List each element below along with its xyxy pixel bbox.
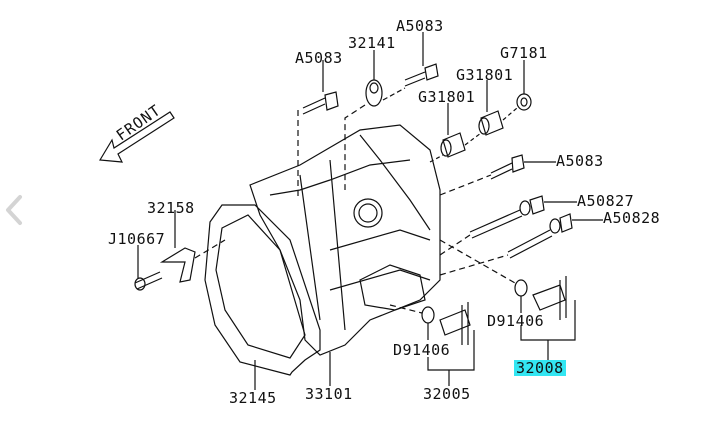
part-label-33101[interactable]: 33101: [305, 385, 353, 403]
part-label-32008-highlighted[interactable]: 32008: [514, 359, 566, 377]
part-label-j10667[interactable]: J10667: [108, 230, 166, 248]
part-label-g31801[interactable]: G31801: [418, 88, 476, 106]
part-label-a50828[interactable]: A50828: [603, 209, 661, 227]
front-arrow-icon: [98, 111, 175, 163]
gasket-32145: [204, 204, 321, 376]
previous-image-button[interactable]: [2, 193, 26, 227]
part-label-d91406[interactable]: D91406: [393, 341, 451, 359]
part-label-g31801[interactable]: G31801: [456, 66, 514, 84]
part-label-a5083[interactable]: A5083: [295, 49, 343, 67]
part-label-32141[interactable]: 32141: [348, 34, 396, 52]
part-label-d91406[interactable]: D91406: [487, 312, 545, 330]
part-label-32158[interactable]: 32158: [147, 199, 195, 217]
part-label-g7181[interactable]: G7181: [500, 44, 548, 62]
part-label-a50827[interactable]: A50827: [577, 192, 635, 210]
part-label-a5083[interactable]: A5083: [556, 152, 604, 170]
part-label-32005[interactable]: 32005: [423, 385, 471, 403]
chevron-left-icon: [6, 195, 22, 225]
part-label-a5083[interactable]: A5083: [396, 17, 444, 35]
part-label-32145[interactable]: 32145: [229, 389, 277, 407]
